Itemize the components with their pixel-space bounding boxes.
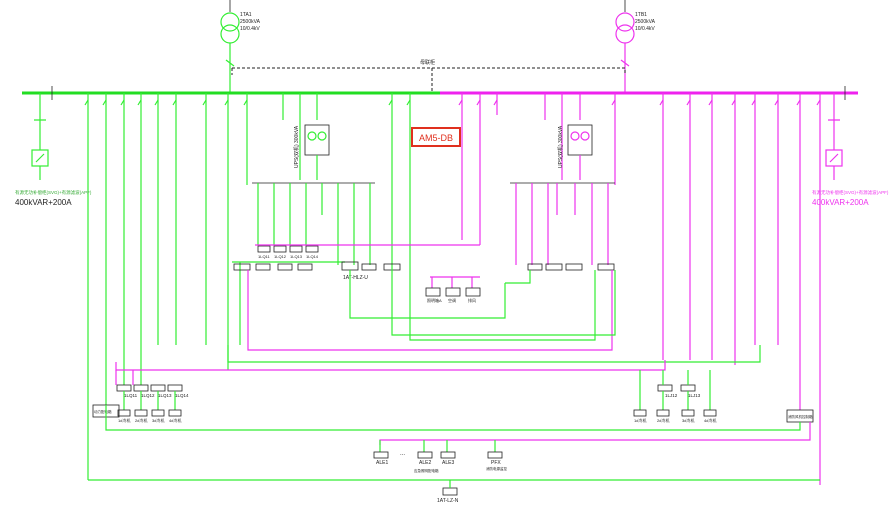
am5-db-label: AM5-DB — [419, 133, 453, 143]
sub-panel-2: 1LQ12 — [274, 254, 287, 259]
mid-loop-magenta — [247, 270, 613, 351]
load-right-box-4[interactable] — [703, 409, 717, 417]
ups-right-label: UPS(双机) 300kVA — [557, 125, 564, 168]
sub-panel-4: 1LQ14 — [306, 254, 319, 259]
ale-dots: ... — [400, 451, 405, 457]
center-box-1[interactable] — [425, 287, 441, 297]
transformer-right[interactable] — [615, 0, 635, 92]
load-right-box-3[interactable] — [681, 409, 695, 417]
load-right-box-2[interactable] — [656, 409, 670, 417]
left-box-cabinet-label: 动力配电箱 — [94, 409, 112, 414]
ups-left-label: UPS(双机) 300kVA — [293, 125, 300, 168]
lower-left-feeder-2: 1LQ12 — [141, 393, 155, 398]
right-box-cabinet-label: 消防风机控制箱 — [788, 414, 813, 419]
box-i[interactable] — [565, 263, 583, 271]
lower-left-feeder-1: 1LQ11 — [124, 393, 138, 398]
ale-2: ALE2 — [419, 460, 431, 466]
compensation-right[interactable] — [825, 149, 843, 180]
center-small-2: 空调 — [448, 297, 456, 303]
box-a[interactable] — [233, 263, 251, 271]
load-left-box-1[interactable] — [117, 409, 131, 417]
center-small-1: 照明箱A — [427, 297, 442, 303]
load-left-box-3[interactable] — [151, 409, 165, 417]
feeders-left — [34, 93, 411, 480]
box-j[interactable] — [597, 263, 615, 271]
load-right-3: 3#冷机 — [682, 417, 694, 423]
center-box-2[interactable] — [445, 287, 461, 297]
box-e[interactable] — [361, 263, 377, 271]
tie-label: 母联柜 — [420, 59, 435, 66]
mid-loop-magenta-2 — [115, 360, 666, 371]
box-c[interactable] — [277, 263, 293, 271]
transformer-right-rating: 2500kVA — [635, 19, 656, 25]
lower-left-feeder-3: 1LQ13 — [158, 393, 172, 398]
box-g[interactable] — [527, 263, 543, 271]
box-d[interactable] — [297, 263, 313, 271]
ups-right[interactable] — [561, 120, 593, 180]
load-left-4: 4#冷机 — [169, 417, 181, 423]
pfx-sub: 消防电源监控 — [486, 466, 507, 471]
load-right-box-1[interactable] — [633, 409, 647, 417]
load-right-2: 2#冷机 — [657, 417, 669, 423]
ats-label: 1AT-HLZ-U — [343, 275, 368, 281]
load-left-2: 2#冷机 — [135, 417, 147, 423]
transformer-right-voltage: 10/0.4kV — [635, 26, 655, 32]
center-small-3: 排风 — [468, 297, 476, 303]
ale-3: ALE3 — [442, 460, 454, 466]
transformer-left[interactable] — [220, 0, 240, 92]
compensation-left[interactable] — [31, 149, 49, 180]
transformer-left-rating: 2500kVA — [240, 19, 261, 25]
ups-feeders-left — [257, 183, 371, 265]
center-feed — [430, 276, 480, 288]
am5-db-callout[interactable]: AM5-DB — [411, 127, 461, 147]
sub-panel-row — [232, 235, 481, 345]
compensation-right-rating: 400kVAR+200A — [812, 198, 869, 207]
lower-right-panels — [639, 370, 711, 410]
sub-panel-1: 1LQ11 — [258, 254, 270, 259]
feeders-right — [458, 93, 840, 485]
load-right-4: 4#冷机 — [704, 417, 716, 423]
pfx-label: PFX — [491, 460, 501, 466]
box-b[interactable] — [255, 263, 271, 271]
compensation-left-rating: 400kVAR+200A — [15, 198, 72, 207]
center-loop — [349, 270, 531, 319]
ups-left[interactable] — [299, 120, 330, 180]
compensation-right-desc: 有源无功补偿柜(SVG)+有源滤波(APF) — [812, 189, 889, 196]
lower-left-panels — [115, 370, 183, 410]
lower-right-feeder-1: 1LJ12 — [665, 393, 678, 398]
box-h[interactable] — [545, 263, 563, 271]
load-left-3: 3#冷机 — [152, 417, 164, 423]
load-right-1: 1#冷机 — [634, 417, 646, 423]
sub-panel-3: 1LQ13 — [290, 254, 303, 259]
transformer-left-voltage: 10/0.4kV — [240, 26, 260, 32]
transformer-left-name: 1TA1 — [240, 12, 252, 18]
compensation-left-desc: 有源无功补偿柜(SVG)+有源滤波(APF) — [15, 189, 92, 196]
bottom-loop-magenta — [379, 422, 811, 445]
ats-box[interactable] — [341, 261, 359, 271]
right-green-loop — [391, 265, 616, 341]
center-box-3[interactable] — [465, 287, 481, 297]
ale-sub: 应急照明配电箱 — [414, 468, 439, 473]
load-left-box-2[interactable] — [134, 409, 148, 417]
ale-group — [373, 440, 503, 459]
load-left-1: 1#冷机 — [118, 417, 130, 423]
lower-right-feeder-2: 1LJ13 — [688, 393, 701, 398]
lower-left-feeder-4: 1LQ14 — [175, 393, 189, 398]
bottom-loop-1 — [105, 405, 801, 431]
ale-1: ALE1 — [376, 460, 388, 466]
transformer-right-name: 1TB1 — [635, 12, 647, 18]
load-left-box-4[interactable] — [168, 409, 182, 417]
bottom-ats-box[interactable] — [442, 487, 458, 496]
bottom-ats-label: 1AT-LZ-N — [437, 498, 459, 504]
ups-feeders-right — [515, 183, 609, 265]
interlock-line — [231, 67, 626, 92]
mid-loop-green — [227, 345, 761, 363]
